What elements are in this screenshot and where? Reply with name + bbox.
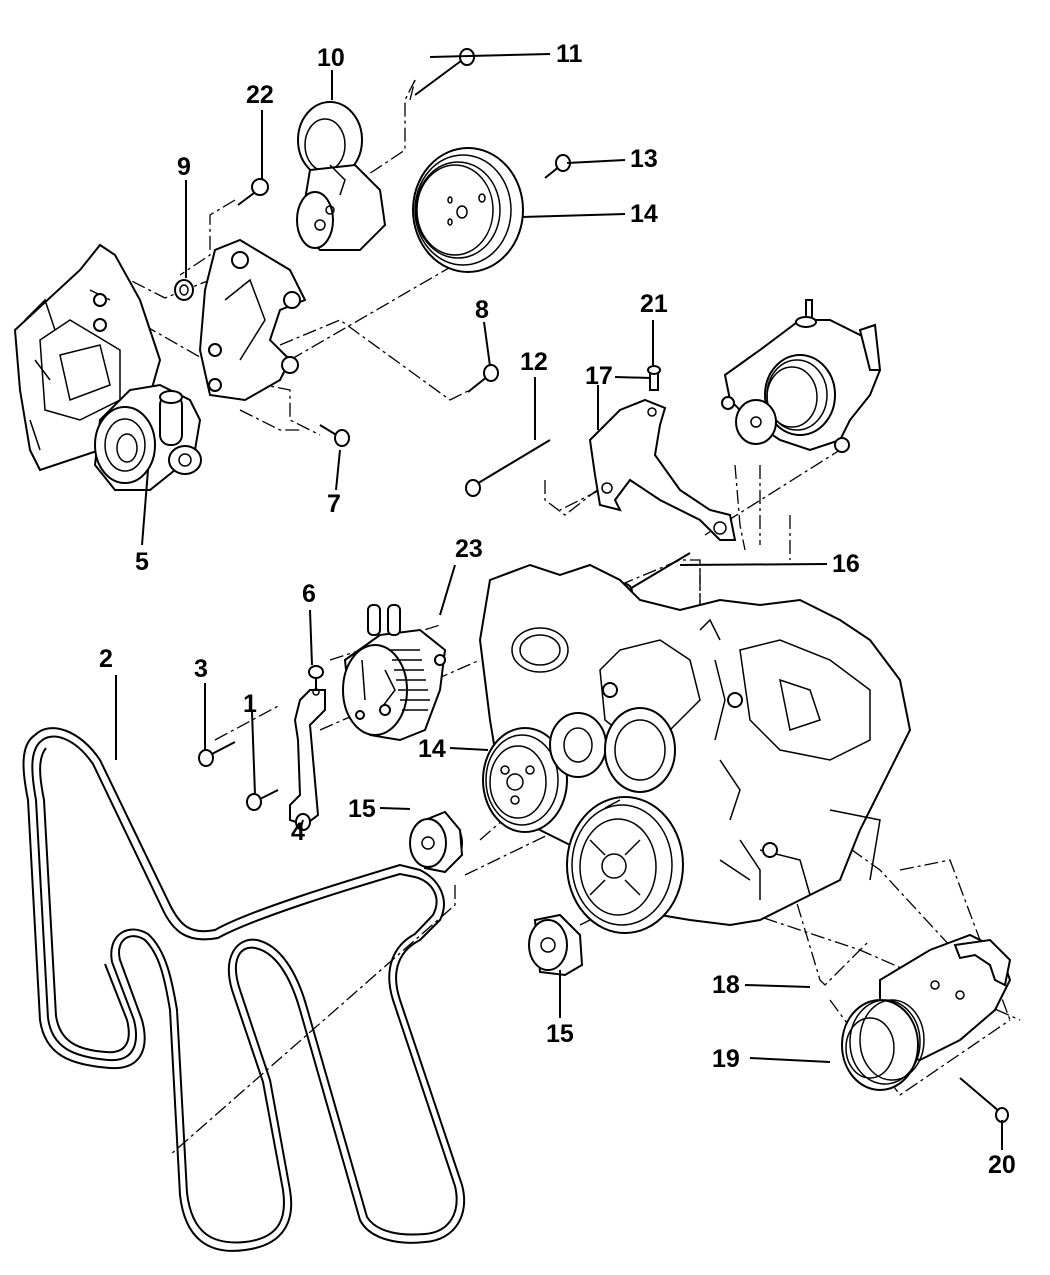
accessory-bracket	[174, 238, 307, 402]
callout-19: 19	[712, 1045, 740, 1073]
callout-14-upper: 14	[630, 200, 658, 228]
callout-labels: 1 2 3 4 5 6 7 8 9 10 11 12 13 14 14 15 1…	[99, 40, 1016, 1179]
alternator	[721, 299, 882, 453]
callout-23: 23	[455, 535, 483, 563]
callout-8: 8	[475, 296, 489, 324]
center-tensioner	[549, 707, 676, 793]
upper-pulley	[412, 147, 524, 273]
callout-15-lower: 15	[546, 1020, 574, 1048]
callout-17: 17	[585, 362, 613, 390]
serpentine-belt	[22, 727, 466, 1252]
leader-lines	[115, 53, 1003, 1150]
callout-3: 3	[194, 655, 208, 683]
callout-9: 9	[177, 153, 191, 181]
callout-7: 7	[327, 490, 341, 518]
callout-14-lower: 14	[418, 735, 446, 763]
crankshaft-damper	[566, 796, 684, 934]
callout-6: 6	[302, 580, 316, 608]
belt-tensioner	[296, 101, 387, 251]
callout-21: 21	[640, 290, 668, 318]
idler-pulley-upper	[409, 810, 464, 874]
callout-2: 2	[99, 645, 113, 673]
callout-5: 5	[135, 548, 149, 576]
callout-13: 13	[630, 145, 658, 173]
callout-4: 4	[291, 818, 305, 846]
callout-22: 22	[246, 81, 274, 109]
callout-15-upper: 15	[348, 795, 376, 823]
ac-compressor	[841, 933, 1012, 1091]
callout-18: 18	[712, 971, 740, 999]
alternator-bracket	[588, 398, 737, 541]
callout-11: 11	[556, 40, 583, 68]
callout-1: 1	[243, 690, 257, 718]
callout-16: 16	[832, 550, 860, 578]
power-steering-pump	[93, 383, 202, 491]
clamp-bracket	[289, 688, 326, 831]
callout-10: 10	[317, 44, 345, 72]
lower-pulley	[482, 727, 568, 833]
callout-20: 20	[988, 1151, 1016, 1179]
oil-cooler	[342, 604, 447, 742]
idler-pulley-lower	[528, 913, 584, 977]
callout-12: 12	[520, 348, 548, 376]
